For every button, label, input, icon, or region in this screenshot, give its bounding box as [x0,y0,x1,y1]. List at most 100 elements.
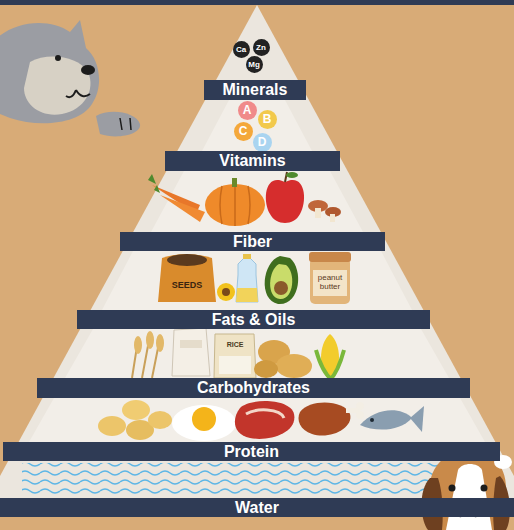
protein-foods-part [356,402,364,410]
schnauzer-dog-part [66,90,90,97]
nutrient-circle: Zn [253,39,270,56]
fat-foods-part [167,254,207,266]
nutrient-circle: Ca [233,41,250,58]
fiber-foods-part [205,184,265,226]
carb-foods-part [214,334,256,378]
carb-foods-part [316,350,344,380]
nutrient-letter: D [258,135,267,149]
tier-band: Carbohydrates [37,378,470,398]
fat-foods-part [270,264,292,299]
pyramid-part [102,251,412,310]
protein-foods-part [192,407,216,431]
nutrient-letter: A [243,103,252,117]
protein-foods-part [98,416,126,436]
carb-foods-part [254,360,278,378]
fat-foods-part [310,258,350,304]
carb-foods-part [276,354,312,378]
fiber-foods-part [160,195,205,222]
protein-foods-part [148,411,172,429]
nutrient-circle: C [234,122,253,141]
nutrient-letter: C [239,124,248,138]
tier-label: Carbohydrates [197,379,310,396]
fat-foods-part [265,256,299,304]
top-bar [0,0,514,5]
tier-band: Fiber [120,232,385,251]
fiber-foods-part [266,180,304,223]
carb-foods-part [156,334,164,352]
fat-foods [158,252,351,304]
tier-band: Vitamins [165,151,340,171]
protein-foods-part [122,400,150,420]
pyramid-part [65,329,449,378]
pyramid-part [0,5,514,498]
package-label: RICE [227,341,244,349]
carb-foods-part [219,356,251,374]
fat-foods-part [217,283,235,301]
protein-foods-part [360,410,412,429]
fiber-foods-part [330,214,335,222]
tier-band: Fats & Oils [77,310,430,329]
package-label: peanut butter [313,274,347,292]
schnauzer-dog-part [81,65,95,75]
schnauzer-dog [0,20,140,136]
tier-label: Fiber [233,233,272,250]
carb-foods-part [146,331,154,349]
nutrient-letter: Ca [236,45,246,54]
carb-foods-part [132,335,160,378]
protein-foods-part [235,401,295,439]
tier-band: Minerals [204,80,306,100]
protein-foods-part [299,402,351,435]
protein-foods-part [356,411,364,419]
protein-foods-part [410,406,424,432]
package-label: SEEDS [172,281,203,291]
pyramid-part [202,100,312,151]
tier-label: Fats & Oils [212,311,296,328]
fiber-foods-part [220,184,250,226]
schnauzer-dog-part [0,20,99,123]
tier-band: Protein [3,442,500,461]
tier-label: Vitamins [219,152,285,169]
nutrient-circle: A [238,101,257,120]
pyramid-part [22,463,492,496]
carb-foods-part [180,340,202,348]
tier-label: Water [235,499,279,516]
pyramid [0,5,514,498]
nutrient-letter: Mg [248,60,260,69]
beagle-dog-part [449,485,456,492]
schnauzer-dog-part [55,55,61,61]
carb-foods-part [172,328,210,376]
schnauzer-dog-part [24,57,90,115]
fat-foods-part [309,252,351,262]
schnauzer-dog-part [96,112,140,137]
schnauzer-dog-part [120,118,131,130]
pyramid-part [29,398,485,442]
beagle-dog-part [481,485,488,492]
nutrient-circle: B [258,110,277,129]
pyramid-part [151,171,363,232]
fiber-foods-part [315,208,321,218]
carb-foods [132,328,344,380]
fiber-foods-part [286,172,298,178]
fat-foods-part [236,288,258,302]
fiber-foods-part [285,172,287,182]
fat-foods-part [313,270,347,296]
fiber-foods-part [232,178,237,187]
tier-label: Protein [224,443,279,460]
carb-foods-part [134,336,142,354]
beagle-dog-part [446,464,492,530]
protein-foods-part [172,405,236,441]
fat-foods-part [158,254,216,302]
protein-foods-part [246,410,284,418]
nutrient-letter: B [263,112,272,126]
protein-foods [98,400,424,441]
protein-foods-part [370,418,374,422]
fat-foods-part [274,281,288,295]
fat-foods-part [222,288,230,296]
fat-foods-part [236,258,258,302]
fiber-foods [148,172,341,226]
nutrient-letter: Zn [256,43,266,52]
fat-foods-part [243,254,251,259]
fiber-foods-part [148,174,160,193]
